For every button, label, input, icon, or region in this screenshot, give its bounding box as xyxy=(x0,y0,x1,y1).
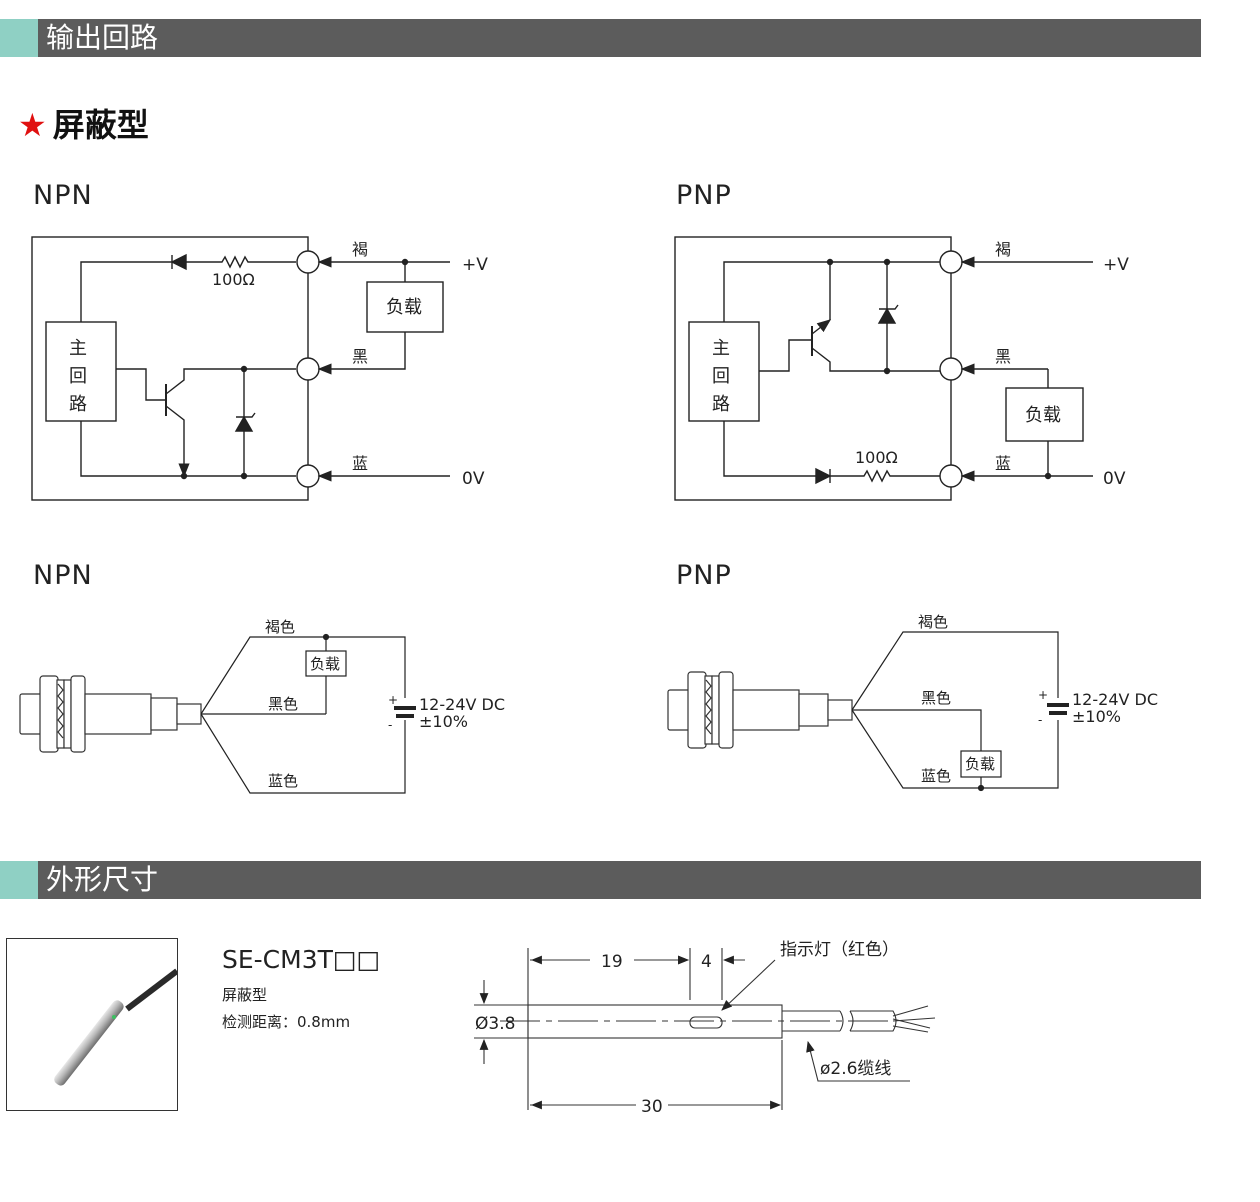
npn-diode xyxy=(170,253,187,271)
pnp-diode xyxy=(815,467,832,485)
section-bar-dimensions: 外形尺寸 xyxy=(0,861,1201,899)
section-title-dimensions: 外形尺寸 xyxy=(46,863,159,896)
pnp-minus-sign: - xyxy=(1038,713,1042,727)
dim-diameter: Ø3.8 xyxy=(475,1014,515,1034)
dim-4: 4 xyxy=(701,952,712,972)
npn-sensor-drawing xyxy=(19,675,202,753)
npn-circuit-label: NPN xyxy=(33,180,93,211)
npn-minus-sign: - xyxy=(388,718,392,732)
pnp-plus-v: +V xyxy=(1103,255,1129,275)
product-model: SE-CM3T□□ xyxy=(222,945,381,974)
pnp-plus-sign: + xyxy=(1038,688,1048,702)
npn-wiring xyxy=(200,633,416,794)
npn-zener xyxy=(234,415,254,432)
dimension-drawing xyxy=(474,948,936,1110)
npn-blue-label: 蓝 xyxy=(352,454,368,473)
npn-black-label: 黑 xyxy=(352,347,368,366)
pnp-load-text: 负载 xyxy=(1025,405,1061,426)
pnp-circuit-label: PNP xyxy=(676,180,732,211)
pnp-circuit xyxy=(674,236,1093,501)
pnp-zener xyxy=(877,307,897,324)
pnp-supply-tolerance: ±10% xyxy=(1072,707,1121,726)
dim-30: 30 xyxy=(641,1097,663,1117)
shielded-heading: ★屏蔽型 xyxy=(18,100,149,146)
pnp-wiring-label: PNP xyxy=(676,560,732,591)
pnp-load-box xyxy=(1005,387,1084,442)
npn-wiring-blue: 蓝色 xyxy=(268,772,298,790)
section-accent xyxy=(0,19,38,57)
pnp-sensor-drawing xyxy=(667,671,853,749)
pnp-wiring-blue: 蓝色 xyxy=(921,767,951,785)
npn-main-3: 路 xyxy=(69,394,87,415)
section-accent xyxy=(0,861,38,899)
indicator-window xyxy=(689,1016,723,1029)
product-detection: 检测距离：0.8mm xyxy=(222,1013,351,1031)
npn-supply-voltage: 12-24V DC xyxy=(419,695,505,714)
pnp-wiring-load: 负载 xyxy=(965,755,995,773)
npn-supply-tolerance: ±10% xyxy=(419,712,468,731)
npn-main-2: 回 xyxy=(69,366,87,387)
npn-plus-v: +V xyxy=(462,255,488,275)
npn-wiring-label: NPN xyxy=(33,560,93,591)
pnp-black-label: 黑 xyxy=(995,347,1011,366)
cable-label: ø2.6缆线 xyxy=(820,1059,891,1079)
npn-circuit xyxy=(31,236,450,501)
npn-wiring-black: 黑色 xyxy=(268,695,298,713)
npn-main-1: 主 xyxy=(69,338,87,359)
pnp-main-1: 主 xyxy=(712,338,730,359)
pnp-wiring-brown: 褐色 xyxy=(918,613,948,631)
pnp-blue-label: 蓝 xyxy=(995,454,1011,473)
star-icon: ★ xyxy=(18,106,47,144)
product-type: 屏蔽型 xyxy=(222,986,268,1004)
pnp-resistor xyxy=(830,469,940,483)
pnp-zero-v: 0V xyxy=(1103,469,1126,489)
npn-brown-label: 褐 xyxy=(352,240,368,259)
npn-resistor-label: 100Ω xyxy=(212,270,255,289)
product-photo xyxy=(6,938,178,1111)
npn-wiring-brown: 褐色 xyxy=(265,618,295,636)
npn-wiring-load: 负载 xyxy=(310,655,340,673)
pnp-supply-voltage: 12-24V DC xyxy=(1072,690,1158,709)
pnp-main-2: 回 xyxy=(712,366,730,387)
pnp-wiring-black: 黑色 xyxy=(921,689,951,707)
dim-19: 19 xyxy=(601,952,623,972)
section-bar-output: 输出回路 xyxy=(0,19,1201,57)
npn-resistor xyxy=(186,255,296,269)
indicator-label: 指示灯（红色） xyxy=(780,940,899,960)
pnp-wiring xyxy=(851,631,1069,792)
pnp-resistor-label: 100Ω xyxy=(855,448,898,467)
pnp-main-3: 路 xyxy=(712,394,730,415)
npn-plus-sign: + xyxy=(388,693,398,707)
section-title-output: 输出回路 xyxy=(46,21,159,54)
shielded-title: 屏蔽型 xyxy=(52,106,149,144)
npn-zero-v: 0V xyxy=(462,469,485,489)
sensor-photo-image xyxy=(54,968,177,1086)
pnp-brown-label: 褐 xyxy=(995,240,1011,259)
npn-load-text: 负载 xyxy=(386,297,422,318)
